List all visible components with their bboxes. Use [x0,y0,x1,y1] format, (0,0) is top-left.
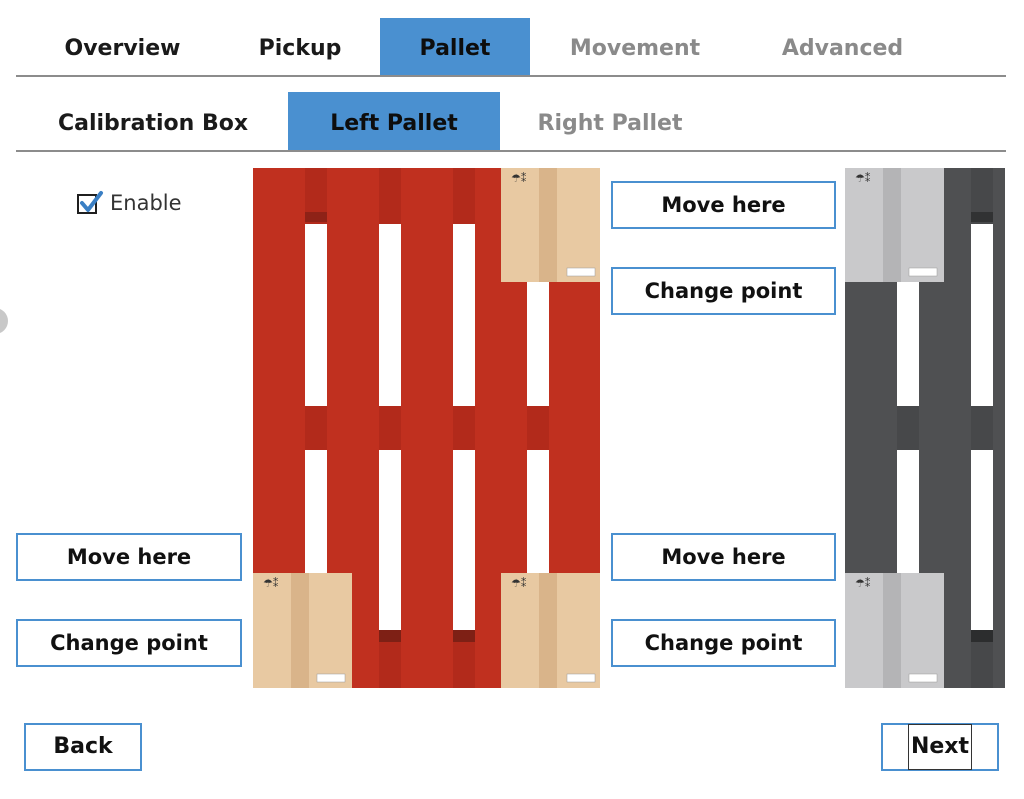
subtab-right-pallet[interactable]: Right Pallet [537,111,683,136]
next-button[interactable]: Next [881,723,999,771]
svg-text:☂⁑: ☂⁑ [855,172,871,185]
right-pallet-diagram: ☂⁑ ☂⁑ [845,168,1005,688]
enable-checkbox[interactable] [77,191,103,214]
left-pallet-frame [253,168,600,688]
tab-advanced[interactable]: Advanced [781,36,904,61]
box-top-right: ☂⁑ [501,168,600,282]
subtab-divider [16,150,1006,152]
left-pallet-diagram: ☂⁑ ☂⁑ ☂⁑ [253,168,600,688]
next-button-label: Next [907,724,973,770]
svg-text:☂⁑: ☂⁑ [263,577,279,590]
checkmark-icon [80,191,103,212]
box-bottom-right: ☂⁑ [501,573,600,688]
bottom-left-change-point-button[interactable]: Change point [16,619,242,667]
enable-label: Enable [110,191,182,215]
box-right-bottom: ☂⁑ [845,573,944,688]
subtab-left-pallet[interactable]: Left Pallet [288,92,500,150]
box-right-top: ☂⁑ [845,168,944,282]
top-right-change-point-button[interactable]: Change point [611,267,836,315]
back-button-label: Back [53,734,113,759]
top-right-move-here-button[interactable]: Move here [611,181,836,229]
back-button[interactable]: Back [24,723,142,771]
bottom-right-move-here-button[interactable]: Move here [611,533,836,581]
bottom-left-move-here-button[interactable]: Move here [16,533,242,581]
tab-movement[interactable]: Movement [569,36,701,61]
svg-text:☂⁑: ☂⁑ [511,577,527,590]
svg-text:☂⁑: ☂⁑ [511,172,527,185]
tab-divider [16,75,1006,77]
bottom-right-change-point-button[interactable]: Change point [611,619,836,667]
box-bottom-left: ☂⁑ [253,573,352,688]
tab-overview[interactable]: Overview [64,36,181,61]
tab-pallet[interactable]: Pallet [380,18,530,76]
tab-pickup[interactable]: Pickup [258,36,342,61]
edge-handle [0,308,8,334]
subtab-calibration-box[interactable]: Calibration Box [57,111,249,136]
svg-text:☂⁑: ☂⁑ [855,577,871,590]
